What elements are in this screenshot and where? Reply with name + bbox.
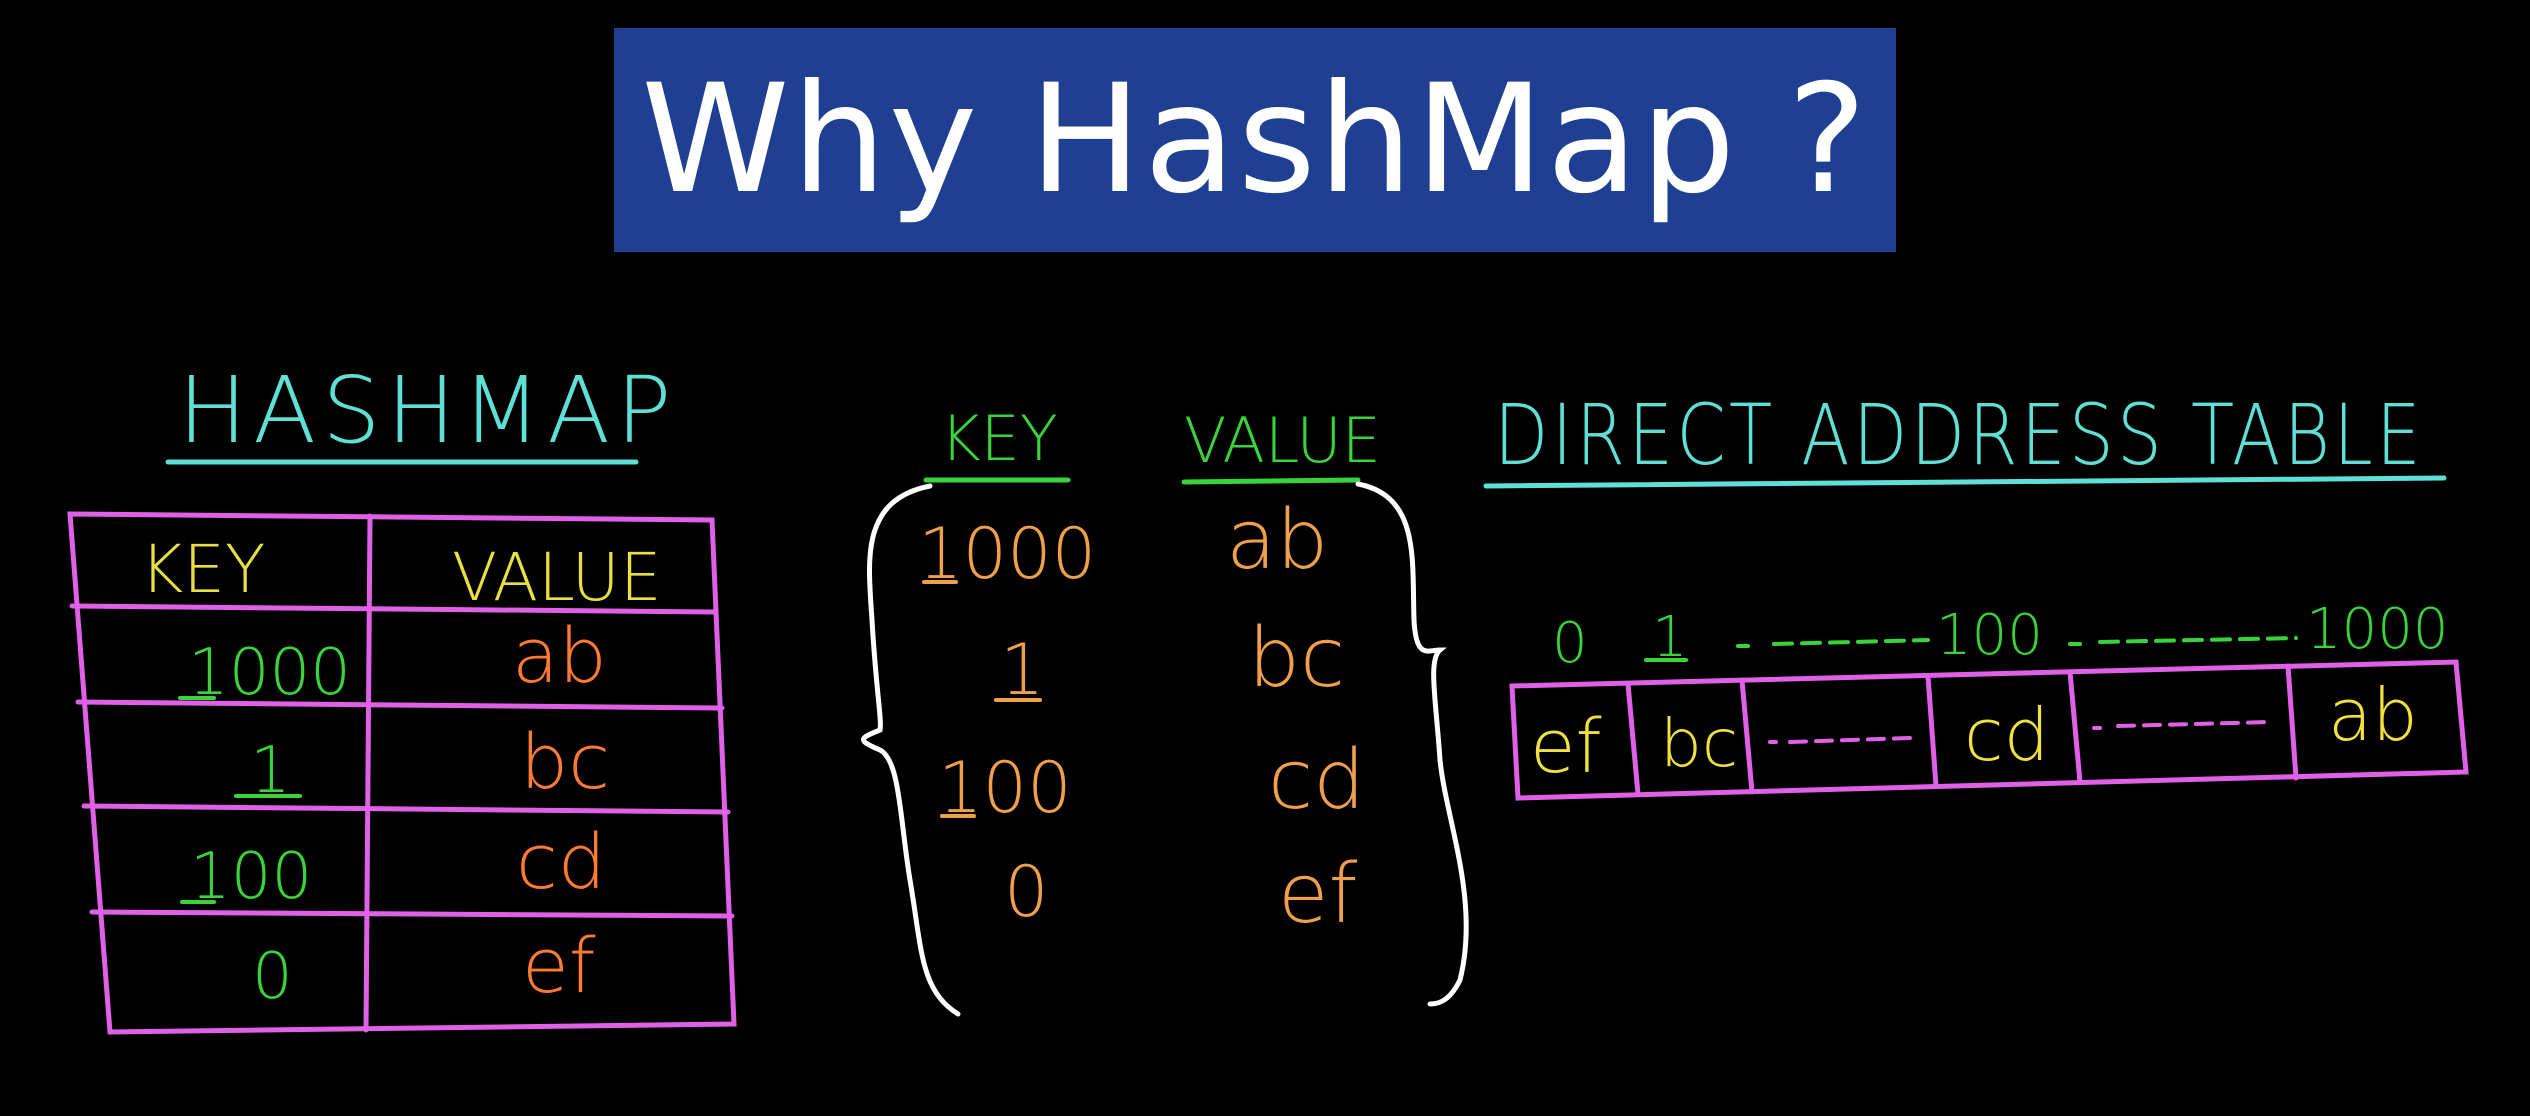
hashmap-row-value: cd [516, 817, 606, 906]
dat-array-grid [1509, 659, 2469, 801]
pairs-row: 1000 ab [918, 493, 1328, 595]
pairs-section: KEY VALUE 1000 ab 1 bc 100 cd 0 ef [861, 402, 1469, 1017]
pairs-row-value: cd [1268, 733, 1365, 828]
left-curly-brace [861, 483, 961, 1017]
pairs-row: 0 ef [1004, 847, 1357, 942]
dat-heading-underline [1483, 475, 2447, 489]
pairs-row-value: ab [1226, 493, 1328, 588]
page-title: Why HashMap ? [641, 53, 1869, 227]
pairs-row-key: 0 [1004, 851, 1049, 933]
dat-section: DIRECT ADDRESS TABLE 0 1 100 1000 [1483, 386, 2469, 801]
dat-index-dashes [1736, 636, 2298, 648]
dat-heading: DIRECT ADDRESS TABLE [1494, 386, 2424, 484]
hashmap-heading: HASHMAP [178, 357, 677, 464]
right-curly-brace [1355, 481, 1469, 1007]
pairs-value-header: VALUE [1184, 404, 1381, 477]
pairs-row: 1 bc [1000, 611, 1345, 711]
pairs-value-underline [1181, 477, 1361, 485]
hashmap-row: 100 cd [190, 817, 606, 914]
pairs-key-underlines [922, 580, 1042, 818]
hashmap-table-grid [67, 511, 737, 1035]
hashmap-row: 1000 ab [188, 611, 607, 710]
hashmap-row-value: bc [520, 717, 610, 806]
dat-cell: ab [2328, 673, 2418, 757]
pairs-row-value: ef [1278, 847, 1357, 942]
hashmap-key-underlines [178, 696, 302, 904]
hashmap-row-value: ef [522, 921, 596, 1010]
dat-cell: bc [1660, 705, 1738, 782]
dat-index: 0 [1552, 611, 1588, 676]
dat-empty-dashes [1768, 720, 2272, 744]
hashmap-row-key: 0 [252, 940, 293, 1014]
dat-index: 1000 [2306, 597, 2449, 662]
hashmap-row-value: ab [512, 611, 607, 700]
hashmap-section: HASHMAP KEY VALUE 1000 ab 1 bc 100 [67, 357, 737, 1035]
hashmap-row: 0 ef [252, 921, 596, 1014]
pairs-row: 100 cd [938, 733, 1365, 829]
pairs-key-header: KEY [940, 402, 1058, 475]
dat-cell: ef [1530, 704, 1602, 790]
hashmap-value-header: VALUE [452, 539, 662, 616]
pairs-row-key: 1 [1000, 629, 1045, 711]
title-banner: Why HashMap ? [614, 28, 1896, 252]
dat-index: 100 [1936, 603, 2043, 668]
pairs-row-value: bc [1248, 611, 1345, 706]
hashmap-key-header: KEY [140, 531, 265, 608]
hashmap-row: 1 bc [250, 717, 610, 808]
dat-cell: cd [1964, 693, 2049, 777]
